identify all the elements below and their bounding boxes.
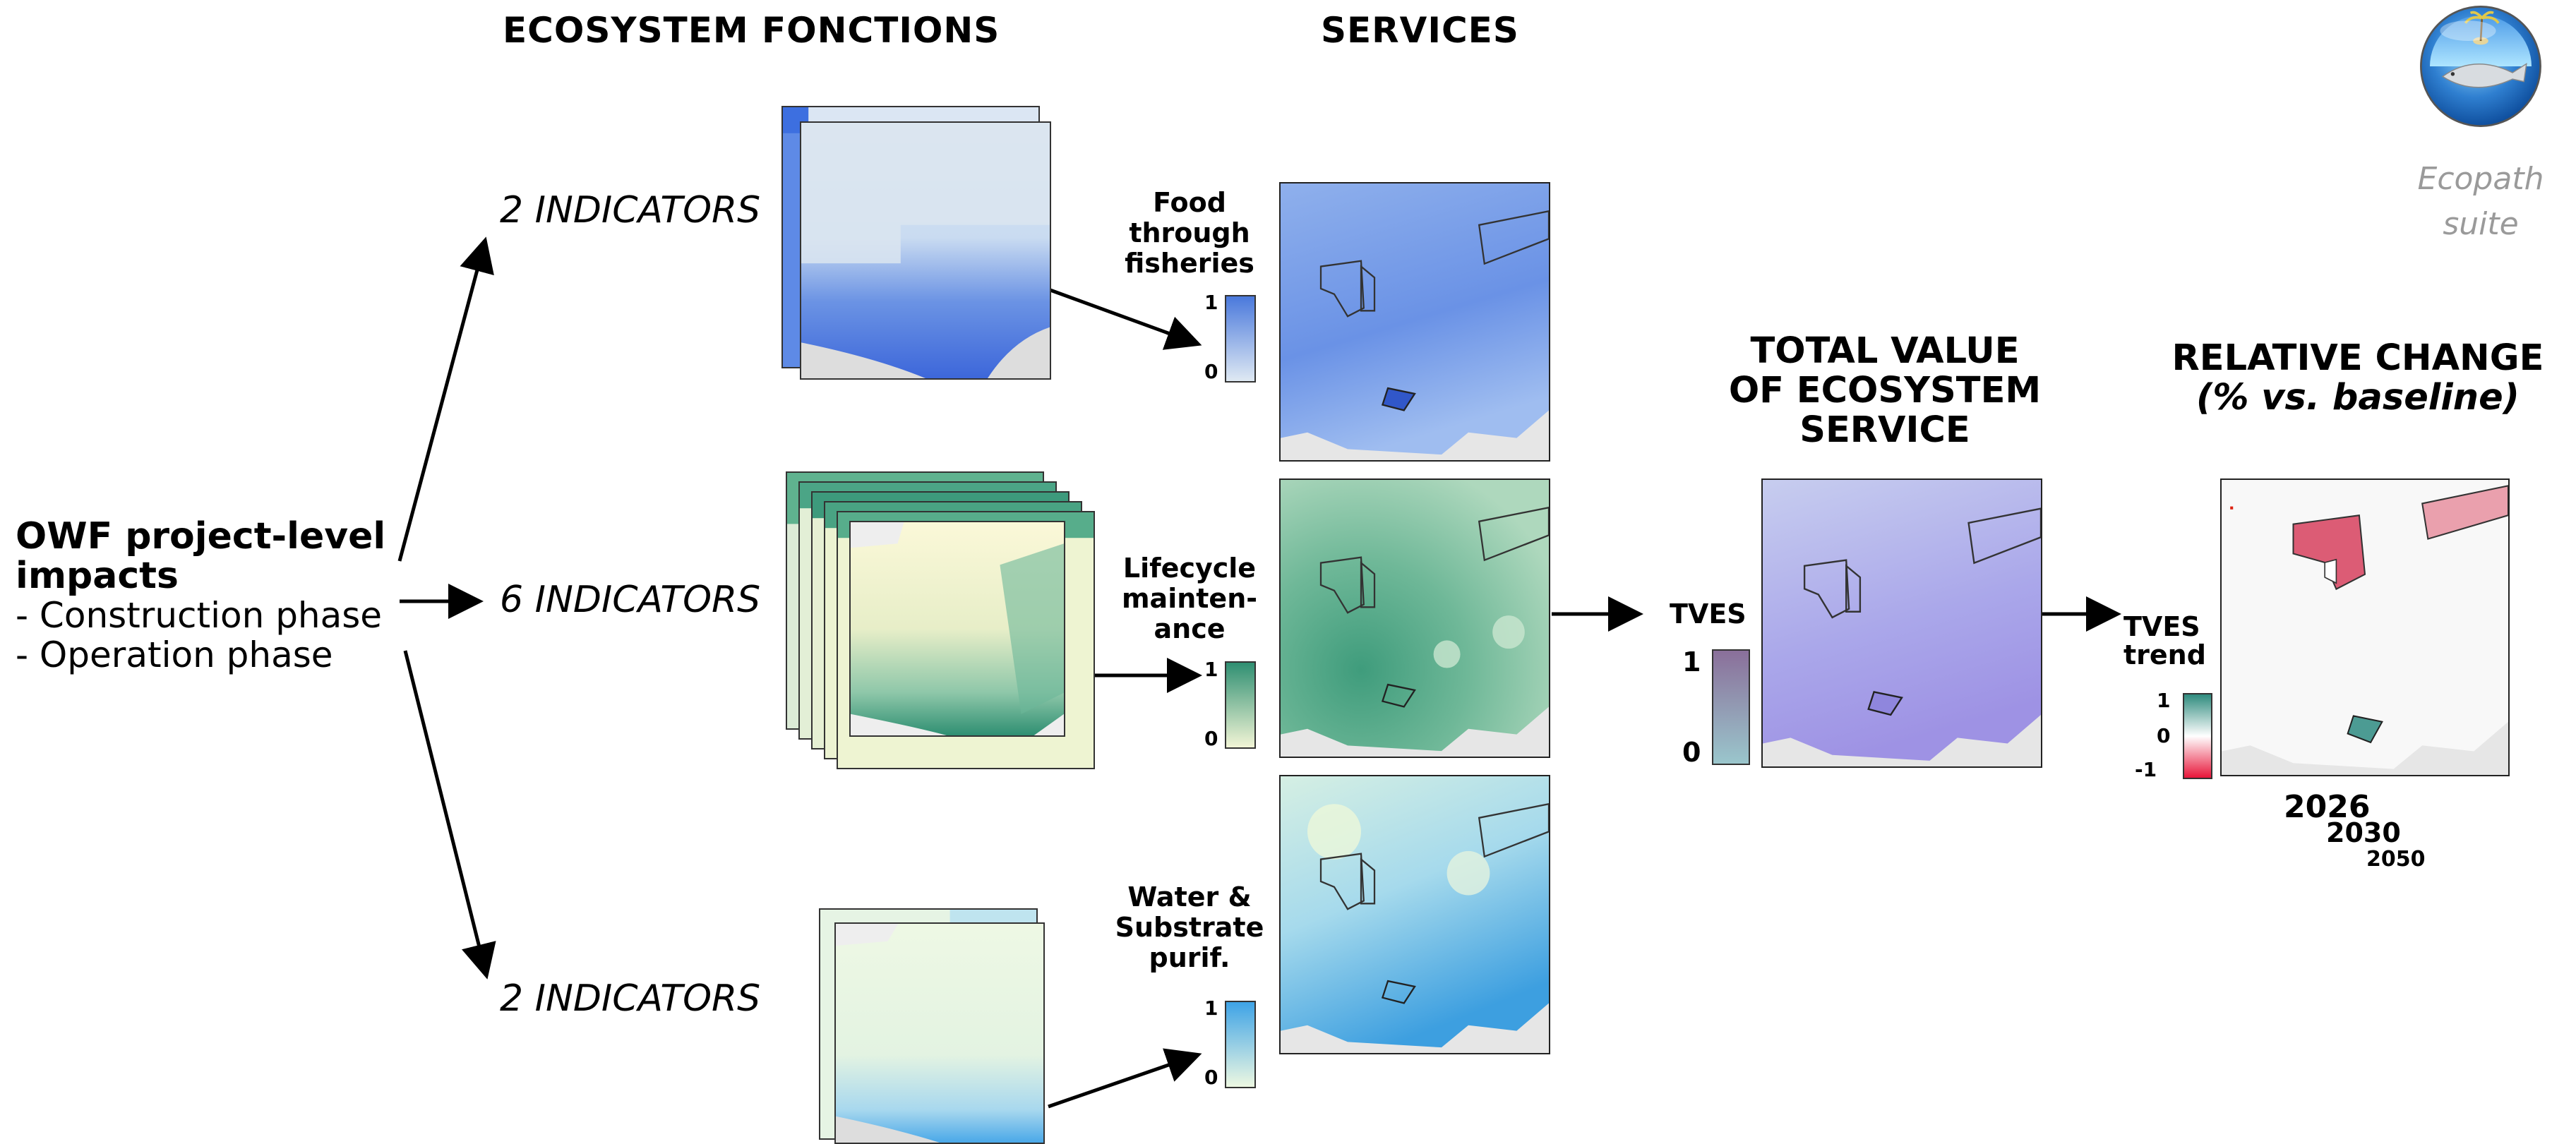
colorbar-food-min: 0 [1204, 360, 1218, 383]
colorbar-tves-max: 1 [1682, 646, 1701, 678]
colorbar-trend-min: -1 [2135, 758, 2157, 781]
service-map-lifecycle [1279, 478, 1550, 758]
arrow-owf-to-top [397, 236, 494, 562]
owf-construction-phase: - Construction phase [16, 595, 383, 636]
ecopath-logo-line-1: Ecopath [2417, 161, 2544, 197]
colorbar-trend-mid: 0 [2157, 724, 2171, 747]
year-2026: 2026 [2284, 789, 2371, 825]
colorbar-lifecycle-min: 0 [1204, 727, 1218, 750]
tves-label: TVES [1670, 598, 1747, 630]
trend-label-line-2: trend [2123, 639, 2206, 670]
total-value-line-2: OF ECOSYSTEM [1728, 370, 2042, 411]
service-lifecycle-line-2: mainten- [1121, 583, 1258, 614]
colorbar-lifecycle [1225, 661, 1256, 749]
tves-map [1761, 478, 2042, 768]
ecopath-globe-fish-icon [2417, 3, 2544, 130]
ecopath-logo-line-2: suite [2443, 206, 2519, 242]
total-value-line-3: SERVICE [1799, 409, 1970, 451]
owf-operation-phase: - Operation phase [16, 634, 333, 675]
indicator-label-bottom: 2 INDICATORS [500, 977, 761, 1020]
colorbar-tves [1712, 649, 1750, 765]
colorbar-trend [2183, 693, 2212, 779]
service-lifecycle-line-3: ance [1154, 613, 1226, 644]
header-services: SERVICES [1321, 10, 1519, 51]
service-water-line-1: Water & [1127, 881, 1252, 913]
service-food-line-1: Food [1153, 187, 1226, 218]
relative-change-line-1: RELATIVE CHANGE [2171, 337, 2544, 379]
colorbar-water-min: 0 [1204, 1066, 1218, 1089]
ecopath-logo-text: Ecopath suite [2396, 157, 2565, 247]
service-label-lifecycle: Lifecycle mainten- ance [1108, 553, 1271, 644]
function-map-stack-1-front [800, 121, 1051, 380]
header-total-value: TOTAL VALUE OF ECOSYSTEM SERVICE [1701, 332, 2068, 450]
colorbar-food-max: 1 [1204, 291, 1218, 314]
owf-title-line-1: OWF project-level [16, 515, 386, 558]
service-food-line-3: fisheries [1125, 248, 1254, 279]
service-label-food: Food through fisheries [1108, 188, 1271, 279]
service-water-line-3: purif. [1149, 942, 1230, 973]
service-water-line-2: Substrate [1115, 912, 1264, 943]
owf-title-line-2: impacts [16, 555, 179, 597]
service-map-food [1279, 182, 1550, 462]
function-map-stack-2-front [849, 521, 1065, 737]
trend-label: TVES trend [2123, 613, 2206, 669]
trend-map [2220, 478, 2510, 776]
arrow-owf-to-bottom [403, 650, 496, 980]
owf-impacts-block: OWF project-level impacts - Construction… [16, 517, 400, 675]
trend-label-line-1: TVES [2123, 611, 2200, 642]
function-map-stack-3-front [834, 922, 1045, 1144]
service-label-water: Water & Substrate purif. [1108, 882, 1271, 973]
colorbar-water-max: 1 [1204, 997, 1218, 1020]
year-2030: 2030 [2326, 817, 2401, 848]
header-relative-change: RELATIVE CHANGE (% vs. baseline) [2146, 339, 2570, 418]
total-value-line-1: TOTAL VALUE [1750, 330, 2020, 372]
colorbar-food [1225, 295, 1256, 383]
service-food-line-2: through [1129, 217, 1250, 248]
colorbar-water [1225, 1001, 1256, 1088]
service-lifecycle-line-1: Lifecycle [1122, 553, 1257, 584]
service-map-water [1279, 775, 1550, 1054]
arrow-func1-to-service [1048, 287, 1202, 350]
colorbar-lifecycle-max: 1 [1204, 658, 1218, 681]
colorbar-trend-max: 1 [2157, 689, 2171, 712]
arrow-func3-to-service [1048, 1048, 1202, 1109]
indicator-label-middle: 6 INDICATORS [500, 579, 761, 621]
year-2050: 2050 [2366, 847, 2426, 872]
relative-change-line-2: (% vs. baseline) [2196, 377, 2520, 419]
indicator-label-top: 2 INDICATORS [500, 189, 761, 231]
header-ecosystem-functions: ECOSYSTEM FONCTIONS [503, 10, 1000, 51]
colorbar-tves-min: 0 [1682, 737, 1701, 768]
